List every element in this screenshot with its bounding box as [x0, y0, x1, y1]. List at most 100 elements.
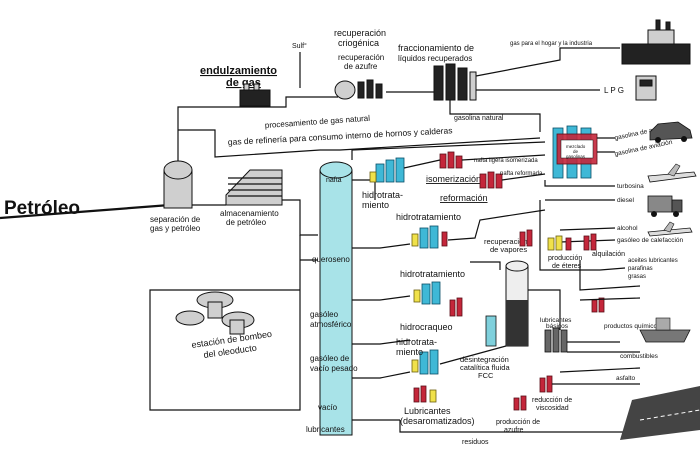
label-fracc-2: líquidos recuperados	[398, 54, 472, 63]
label-lubricantes-base-2: básicos	[546, 323, 569, 330]
hydrotreater-1	[369, 157, 405, 183]
label-gas-hogar: gas para el hogar y la industria	[510, 41, 593, 47]
storage-tank	[225, 169, 283, 206]
label-produccion-eteres-2: de éteres	[552, 263, 582, 270]
label-reduccion-visc-1: reducción de	[532, 397, 572, 404]
sulfur-production-unit	[513, 395, 527, 411]
gas-cylinder-icon	[635, 75, 657, 101]
label-hidro-1a: hidrotrata-	[362, 190, 403, 200]
label-gasolina-av: gasolina de aviación	[614, 139, 673, 158]
label-separacion-1: separación de	[150, 215, 201, 224]
label-hidrotratamiento-2: hidrotratamiento	[400, 269, 465, 279]
label-asfalto: asfalto	[616, 375, 636, 382]
label-separacion-2: gas y petróleo	[150, 224, 201, 233]
label-gasoleo-vac-2: vacío pesado	[310, 364, 358, 373]
label-alquilacion: alquilación	[592, 251, 625, 258]
alkylation-unit	[583, 233, 597, 251]
label-recup-crio-2: criogénica	[338, 38, 379, 48]
label-gas-refineria: gas de refinería para consumo interno de…	[228, 125, 453, 147]
label-de-gas: de gas	[226, 77, 261, 89]
label-desint-1: desintegración	[460, 355, 509, 364]
hydrotreater-3	[413, 281, 441, 305]
label-lubricantes-base-1: lubricantes	[540, 317, 572, 324]
fcc-unit	[485, 260, 529, 347]
label-residuos: residuos	[462, 439, 489, 446]
label-gasolina-natural: gasolina natural	[454, 115, 504, 122]
label-reduccion-visc-2: viscosidad	[536, 405, 569, 412]
label-produccion-azufre-2: azufre	[504, 427, 524, 434]
label-alcohol: alcohol	[617, 225, 638, 232]
label-lubricantes-col: lubricantes	[306, 425, 345, 434]
isomerization-unit	[439, 151, 463, 169]
label-recup-azufre-2: de azufre	[344, 62, 378, 71]
label-nafta-isom: nafta ligera isomerizada	[474, 158, 538, 164]
label-recup-vapores-2: de vapores	[490, 245, 527, 254]
label-isomerizacion: isomerización	[426, 174, 481, 184]
label-fracc-1: fraccionamiento de	[398, 43, 474, 53]
label-productos-quimicos: productos químicos	[604, 323, 661, 330]
ether-production-unit	[547, 235, 572, 251]
label-gasoleo-atm-2: atmosférico	[310, 320, 352, 329]
label-diesel: diesel	[617, 197, 635, 204]
label-recup-crio-1: recuperación	[334, 28, 386, 38]
label-hidrotratamiento-1: hidrotratamiento	[396, 212, 461, 222]
label-almacen-2: de petróleo	[226, 218, 267, 227]
plane-icon	[647, 163, 697, 183]
label-nafta-reform: nafta reformada	[500, 171, 543, 177]
label-hidrocraqueo: hidrocraqueo	[400, 322, 453, 332]
label-gasoleo-calef: gasóleo de calefacción	[617, 237, 684, 244]
label-desint-2: catalítica fluida	[460, 363, 510, 372]
ship-icon	[639, 317, 691, 343]
label-turbosina: turbosina	[617, 183, 644, 190]
label-aceites-lub-3: grasas	[628, 274, 646, 280]
crude-inlet-line	[0, 203, 171, 220]
label-lpg: L P G	[604, 86, 624, 95]
pump-station	[175, 291, 255, 335]
label-hidrotrat-3b: miento	[396, 347, 423, 357]
title-petroleo: Petróleo	[4, 198, 80, 219]
label-mezcla-1: mezclado	[566, 144, 586, 149]
label-reformacion: reformación	[440, 193, 488, 203]
hydrocracker	[449, 297, 463, 317]
separation-vessel	[163, 160, 193, 209]
hydrotreater-4	[411, 349, 439, 375]
fractionation-towers	[433, 63, 477, 101]
label-produccion-azufre-1: producción de	[496, 419, 540, 426]
label-lubricantes-2: (desaromatizados)	[400, 416, 475, 426]
label-nafta: nafta	[326, 177, 342, 184]
label-desint-3: FCC	[478, 371, 494, 380]
plane-icon	[647, 221, 693, 237]
label-recup-vapores-1: recuperación	[484, 237, 527, 246]
factory-icon	[621, 19, 691, 65]
visbreaker-unit	[539, 375, 553, 393]
cryogenic-unit	[334, 79, 383, 100]
label-aceites-lub-1: aceites lubricantes	[628, 258, 678, 264]
label-gasoleo-atm-1: gasóleo	[310, 310, 339, 319]
label-vacio: vacío	[318, 403, 338, 412]
truck-icon	[647, 195, 683, 217]
gas-sweetening-unit	[239, 83, 271, 107]
car-icon	[649, 121, 693, 143]
label-lubricantes-1: Lubricantes	[404, 406, 451, 416]
label-hidrotrat-3a: hidrotrata-	[396, 337, 437, 347]
road-icon	[620, 386, 700, 440]
hydrotreater-2	[411, 225, 448, 249]
label-mezcla-2: de	[573, 149, 579, 154]
reforming-unit	[479, 171, 503, 189]
dewaxing-unit	[413, 385, 437, 403]
label-recup-azufre-1: recuperación	[338, 53, 384, 62]
label-almacen-1: almacenamiento	[220, 209, 279, 218]
vapor-recovery-unit	[519, 229, 533, 247]
label-mezcla-3: gasolinas	[566, 154, 586, 159]
label-proc-gas: procesamiento de gas natural	[265, 114, 371, 130]
label-endulzamiento: endulzamiento	[200, 65, 277, 77]
label-aceites-lub-2: parafinas	[628, 266, 653, 272]
label-produccion-eteres-1: producción	[548, 255, 582, 262]
lube-base-unit	[544, 327, 568, 353]
gasoline-blending-unit	[552, 125, 598, 179]
label-gasoleo-vac-1: gasóleo de	[310, 354, 350, 363]
label-queroseno: queroseno	[312, 255, 350, 264]
label-s8: Sulf°	[292, 42, 307, 50]
